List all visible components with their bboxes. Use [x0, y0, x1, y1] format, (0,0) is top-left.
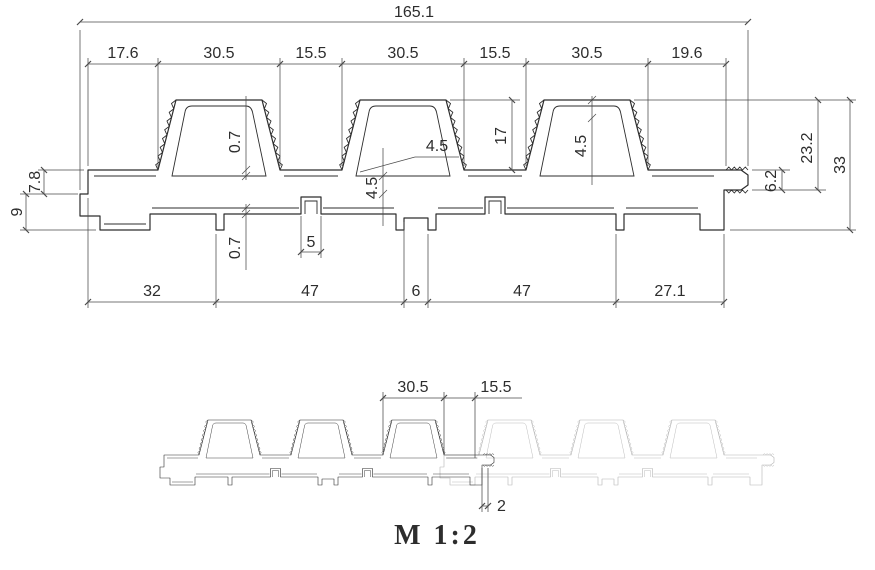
dim-rib-wall-left: 4.5: [364, 148, 388, 226]
dim-label: 30.5: [571, 45, 602, 62]
tick-mark: [378, 171, 388, 181]
dim-label: 27.1: [654, 283, 685, 300]
dim-label: 33: [832, 156, 849, 174]
dim-label: 4.5: [364, 177, 381, 199]
dim-label: 4.5: [426, 138, 448, 155]
dim-label: 165.1: [394, 4, 434, 21]
dim-label: 15.5: [480, 379, 511, 396]
dim-overall-width: 165.1: [76, 4, 752, 190]
tick-mark: [587, 95, 597, 105]
tick-mark: [241, 165, 251, 175]
tick-mark: [241, 209, 251, 219]
dim-label: 17.6: [107, 45, 138, 62]
dim-assembly-gap: 2: [478, 468, 506, 515]
assembly-profile-right: [439, 419, 775, 486]
dim-channel-width: 5: [297, 216, 325, 258]
dim-label: 19.6: [671, 45, 702, 62]
dim-label: 30.5: [387, 45, 418, 62]
dim-left-lower: 9: [9, 190, 96, 234]
dim-label: 2: [497, 498, 506, 515]
tick-mark: [241, 171, 251, 181]
dim-bottom-segments: 32 47 6 47 27.1: [84, 198, 728, 308]
dim-rib-wall-right: 4.5: [573, 95, 597, 185]
dim-label: 32: [143, 283, 161, 300]
dim-wall-top: 0.7: [227, 96, 251, 181]
dim-label: 30.5: [397, 379, 428, 396]
dim-label: 9: [9, 207, 26, 216]
dim-label: 47: [301, 283, 319, 300]
dim-label: 7.8: [27, 171, 44, 193]
dim-label: 15.5: [295, 45, 326, 62]
dim-label: 0.7: [227, 131, 244, 153]
tick-mark: [587, 113, 597, 123]
dim-rib-height: 17: [450, 96, 520, 174]
dim-label: 6.2: [763, 170, 780, 192]
dim-label: 17: [493, 127, 510, 145]
dim-rib-wall-note: 4.5: [359, 138, 459, 173]
dim-assembly-rib-width: 30.5: [379, 379, 448, 455]
dim-label: 15.5: [479, 45, 510, 62]
dim-label: 5: [307, 234, 316, 251]
dim-label: 30.5: [203, 45, 234, 62]
dim-wall-bottom: 0.7: [227, 203, 251, 270]
dim-label: 0.7: [227, 237, 244, 259]
dim-label: 6: [412, 283, 421, 300]
cross-section-view: 165.1 17.6 30.5 15.5 30.5 15.5 30.5 1: [9, 4, 856, 308]
dim-right-group: 6.2 23.2 33: [634, 96, 856, 234]
scale-label: M 1:2: [394, 520, 480, 551]
dim-top-segments: 17.6 30.5 15.5 30.5 15.5 30.5 19.6: [84, 45, 730, 168]
tick-mark: [378, 189, 388, 199]
dim-label: 4.5: [573, 135, 590, 157]
dim-label: 47: [513, 283, 531, 300]
leader-line: [359, 156, 416, 173]
tick-mark: [241, 203, 251, 213]
dim-label: 23.2: [799, 132, 816, 163]
dim-left-upper: 7.8: [20, 166, 84, 198]
assembly-view: 30.5 15.5 2 M 1:2: [159, 379, 775, 551]
dim-assembly-overlap: 15.5: [444, 379, 522, 458]
